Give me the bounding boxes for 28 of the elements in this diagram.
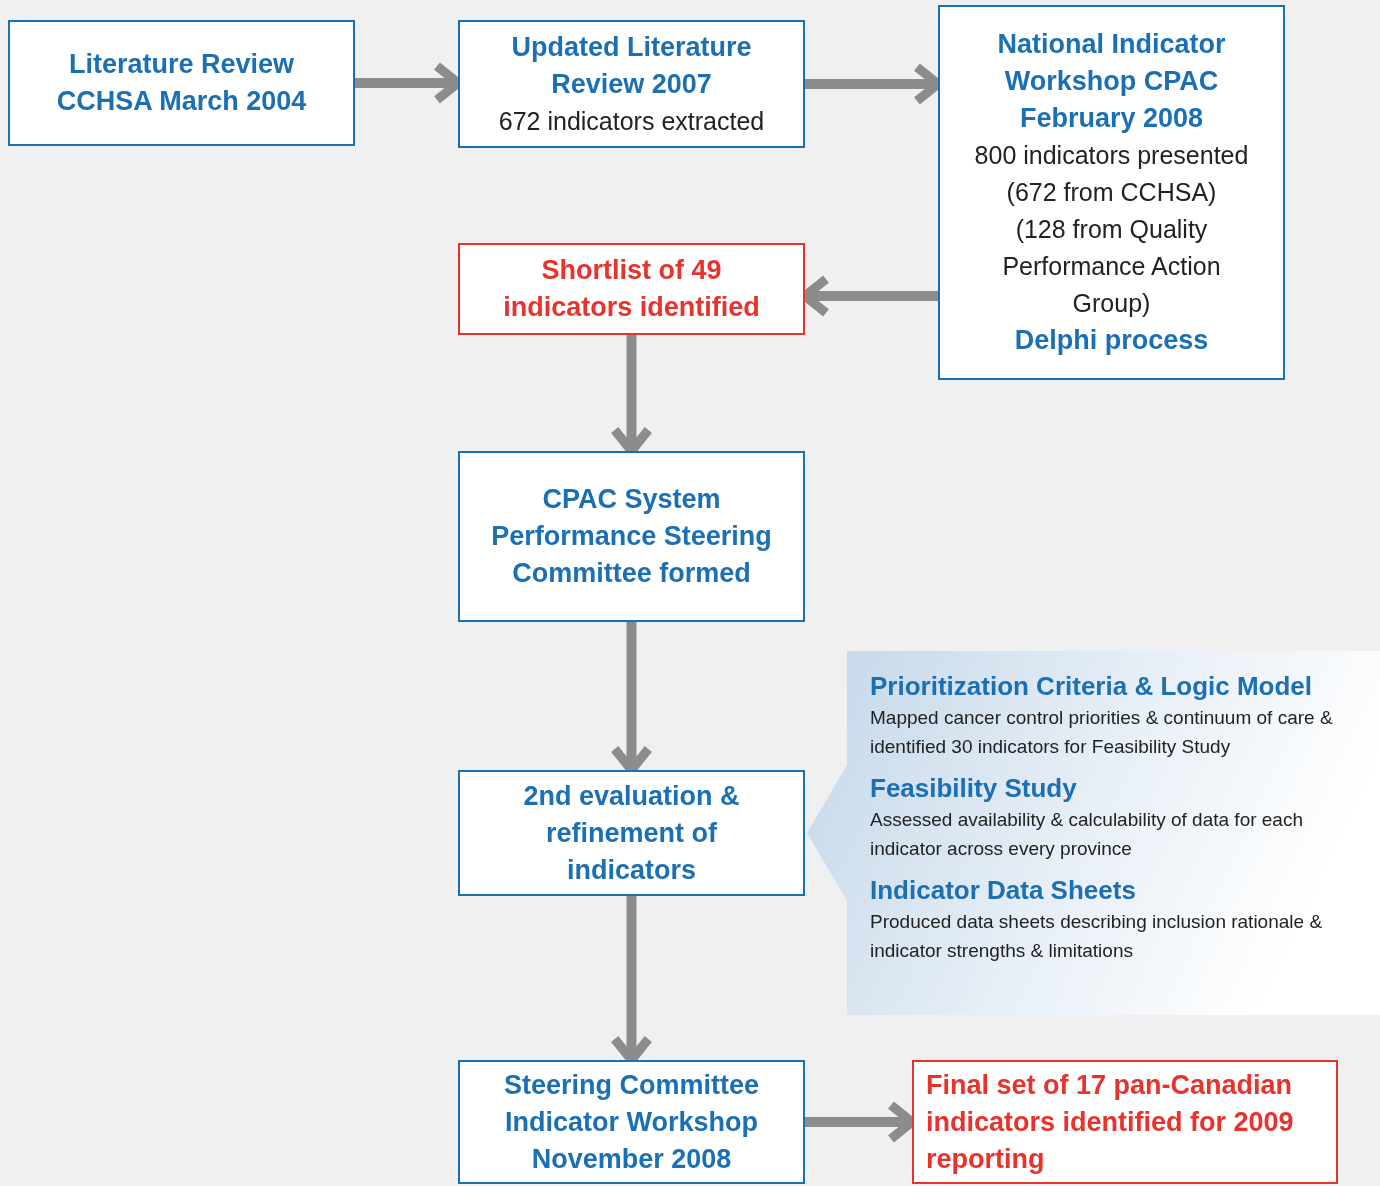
box-title: Steering Committee Indicator Workshop November 2008 xyxy=(502,1068,761,1176)
box-title: National Indicator Workshop CPAC February 2008 xyxy=(996,28,1227,135)
description-text: Mapped cancer control priorities & continuum of care & identified 30 indicators for Feasibility Study xyxy=(870,706,1334,759)
section-heading: Feasibility Study xyxy=(870,772,1078,805)
box-title: Final set of 17 pan-Canadian indicators identified for 2009 reporting xyxy=(926,1068,1295,1176)
section-heading: Indicator Data Sheets xyxy=(870,874,1137,907)
box-title: Updated Literature Review 2007 xyxy=(510,30,753,101)
description-text: Produced data sheets describing inclusion rationale & indicator strengths & limitations xyxy=(870,910,1324,963)
process-box xyxy=(912,1060,1338,1184)
box-title: Delphi process xyxy=(1014,324,1209,357)
box-text: 672 indicators extracted xyxy=(498,105,765,137)
callout-panel xyxy=(807,651,1380,1015)
process-box xyxy=(458,451,805,622)
box-title: CPAC System Performance Steering Committee formed xyxy=(490,483,773,590)
box-title: Literature Review CCHSA March 2004 xyxy=(55,48,308,118)
process-box xyxy=(938,5,1285,380)
process-box xyxy=(458,770,805,896)
box-text: (128 from Quality Performance Action Group) xyxy=(1001,214,1222,319)
process-box xyxy=(458,1060,805,1184)
process-box xyxy=(458,243,805,335)
description-text: Assessed availability & calculability of data for each indicator across every province xyxy=(870,808,1304,861)
box-title: Shortlist of 49 indicators identified xyxy=(502,254,761,324)
box-title: 2nd evaluation & refinement of indicators xyxy=(522,779,741,887)
process-box xyxy=(8,20,355,146)
box-text: 800 indicators presented xyxy=(974,140,1249,171)
section-heading: Prioritization Criteria & Logic Model xyxy=(870,670,1314,703)
process-box xyxy=(458,20,805,148)
box-text: (672 from CCHSA) xyxy=(1006,177,1217,208)
